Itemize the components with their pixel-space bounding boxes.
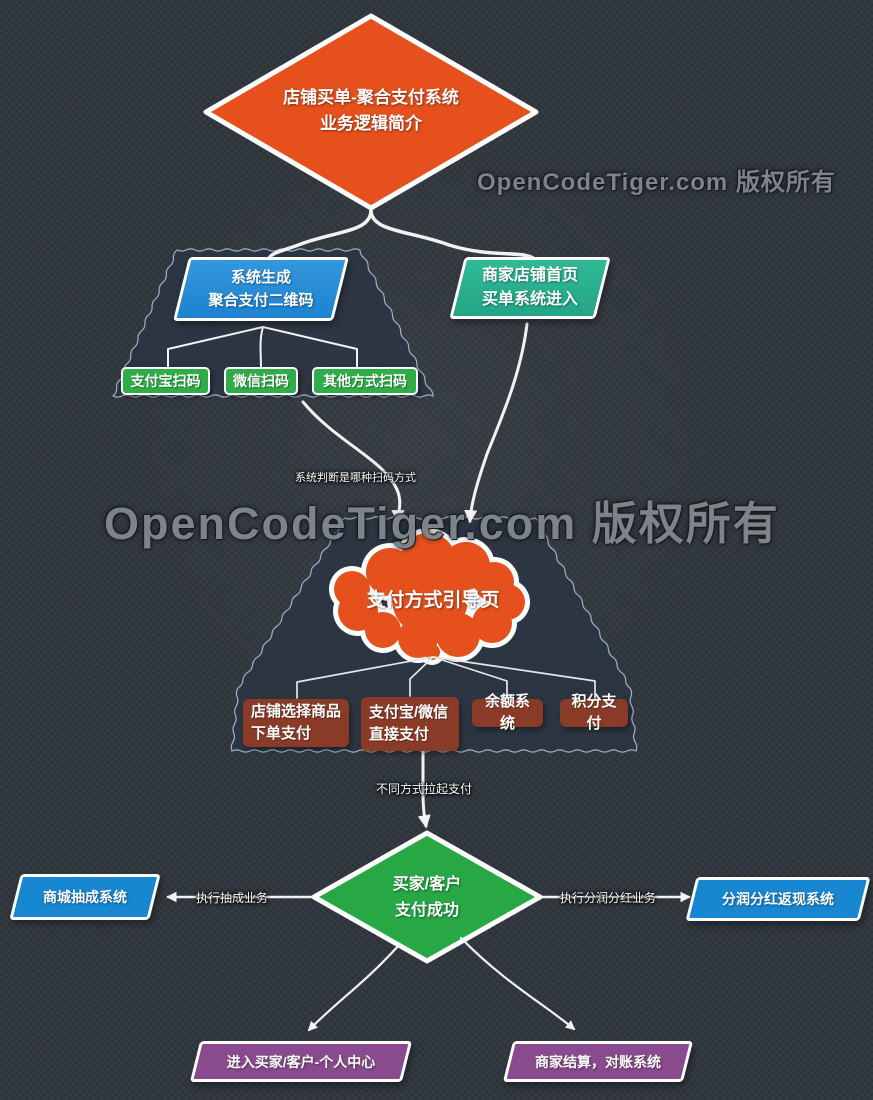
qr-generate-node: 系统生成 聚合支付二维码 bbox=[173, 257, 349, 321]
direct-pay-node: 支付宝/微信 直接支付 bbox=[361, 697, 459, 751]
edge-start-to-qr bbox=[266, 209, 373, 262]
edge-pay-to-success bbox=[417, 749, 431, 829]
settlement-node: 商家结算，对账系统 bbox=[502, 1041, 694, 1082]
order-pay-node: 店铺选择商品 下单支付 bbox=[243, 699, 349, 747]
flow-lines bbox=[166, 209, 691, 1032]
edge-cloud-to-balance bbox=[432, 656, 508, 699]
edge-merchant-to-cloud bbox=[464, 322, 529, 524]
edge-cloud-to-points bbox=[432, 656, 596, 699]
scan-other-node: 其他方式扫码 bbox=[312, 367, 418, 395]
edge-label-launch-pay: 不同方式拉起支付 bbox=[376, 782, 473, 796]
edge-qr-to-wechat bbox=[259, 326, 264, 369]
edge-qr-to-alipay bbox=[167, 326, 264, 369]
payment-guide-cloud bbox=[329, 528, 530, 665]
start-diamond bbox=[203, 13, 539, 211]
edge-scan-to-cloud bbox=[301, 400, 405, 524]
edge-label-commission: 执行抽成业务 bbox=[196, 891, 269, 905]
edge-label-profit: 执行分润分红业务 bbox=[560, 891, 657, 905]
commission-system-node: 商城抽成系统 bbox=[9, 874, 161, 920]
profit-system-node: 分润分红返现系统 bbox=[685, 877, 871, 921]
start-diamond-label: 店铺买单-聚合支付系统 业务逻辑简介 bbox=[283, 88, 459, 134]
success-diamond bbox=[311, 830, 543, 964]
watermark-center: OpenCodeTiger.com 版权所有 bbox=[104, 498, 780, 549]
merchant-entry-node: 商家店铺首页 买单系统进入 bbox=[449, 257, 611, 319]
edge-success-to-usercenter bbox=[307, 942, 402, 1032]
scan-wechat-node: 微信扫码 bbox=[224, 367, 298, 395]
edge-label-scan-judge: 系统判断是哪种扫码方式 bbox=[295, 472, 416, 484]
points-node: 积分支付 bbox=[560, 693, 628, 732]
edge-qr-to-other bbox=[262, 326, 358, 369]
success-diamond-label: 买家/客户 支付成功 bbox=[392, 876, 462, 919]
watermark-top: OpenCodeTiger.com 版权所有 bbox=[477, 169, 836, 196]
scan-alipay-node: 支付宝扫码 bbox=[121, 367, 210, 395]
edge-cloud-to-direct bbox=[409, 656, 434, 697]
edge-start-to-merchant bbox=[369, 209, 538, 263]
user-center-node: 进入买家/客户-个人中心 bbox=[189, 1041, 413, 1082]
edge-cloud-to-order bbox=[296, 656, 434, 699]
balance-node: 余额系统 bbox=[472, 693, 543, 732]
cloud-label: 支付方式引导页 bbox=[366, 589, 500, 611]
edge-success-to-settlement bbox=[459, 936, 576, 1031]
